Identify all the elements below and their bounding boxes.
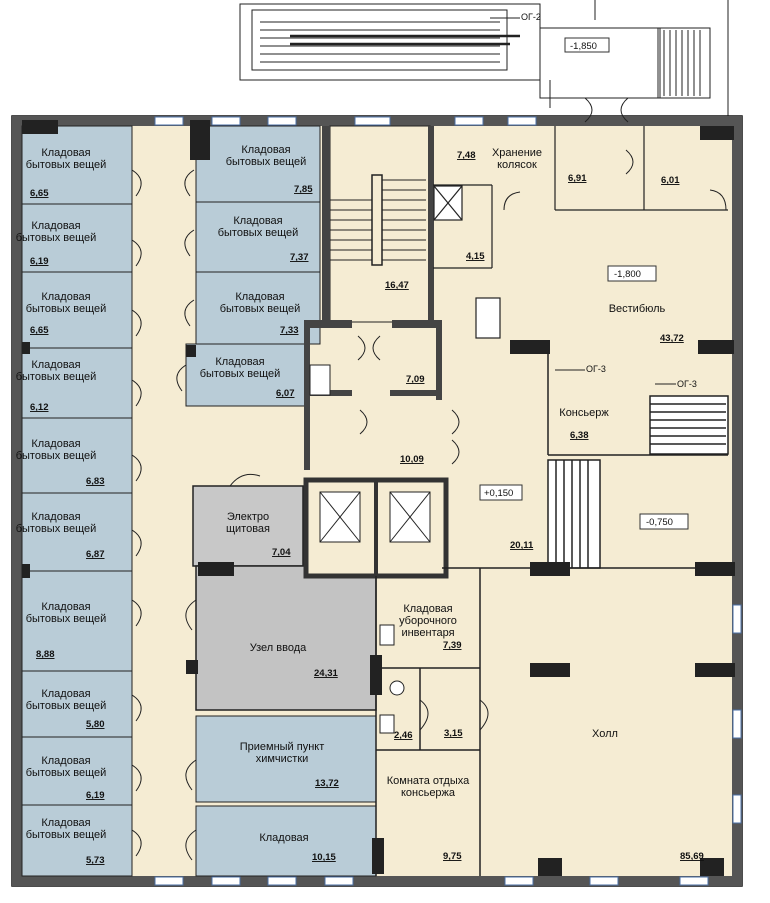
tag-og3-a: ОГ-3: [586, 364, 606, 374]
label-hall: Холл: [592, 728, 618, 740]
area-lobby: 20,11: [510, 540, 534, 551]
elevators: [303, 477, 449, 579]
area-l5: 6,83: [86, 476, 105, 487]
area-hall: 85,69: [680, 851, 704, 862]
area-concierge: 6,38: [570, 430, 589, 441]
stair-core: [329, 125, 431, 323]
area-l2: 6,19: [30, 256, 49, 267]
area-c4: 6,07: [276, 388, 295, 399]
level-ramp: -1,850: [570, 41, 597, 52]
area-l7: 8,88: [36, 649, 55, 660]
room-electrical: [192, 485, 304, 567]
area-l9: 6,19: [86, 790, 105, 801]
og3-tags: ОГ-3 ОГ-3: [555, 364, 697, 389]
area-c2: 7,37: [290, 252, 309, 263]
center-storerooms: [185, 125, 321, 407]
area-cleaners: 13,72: [315, 778, 339, 789]
area-691: 6,91: [568, 173, 587, 184]
concierge-area: [547, 350, 729, 569]
area-vestibule: 43,72: [660, 333, 684, 344]
area-stroller: 7,48: [457, 150, 476, 161]
area-601: 6,01: [661, 175, 680, 186]
area-c3: 7,33: [280, 325, 299, 336]
area-l4: 6,12: [30, 402, 49, 413]
area-electrical: 7,04: [272, 547, 291, 558]
label-input-node: Узел ввода: [250, 642, 307, 654]
area-709: 7,09: [406, 374, 425, 385]
room-storage: [195, 805, 377, 877]
label-concierge: Консьерж: [559, 407, 609, 419]
fixtures: [309, 364, 405, 734]
columns: [22, 120, 735, 876]
tag-og2: ОГ-2: [521, 12, 541, 22]
area-l10: 5,73: [86, 855, 105, 866]
area-storage: 10,15: [312, 852, 336, 863]
entrance-ramp: [239, 0, 729, 120]
door-swings: [131, 97, 727, 861]
windows: [154, 116, 742, 886]
area-l3: 6,65: [30, 325, 49, 336]
area-l1: 6,65: [30, 188, 49, 199]
level-lobby: +0,150: [484, 488, 513, 499]
area-l8: 5,80: [86, 719, 105, 730]
room-areas: 6,65 6,19 6,65 6,12 6,83 6,87 8,88 5,80 …: [30, 150, 704, 866]
right-upper-rooms: [433, 126, 728, 339]
label-vestibule: Вестибюль: [609, 303, 666, 315]
level-markers: -1,800 +0,150 -0,750: [479, 265, 689, 530]
room-cleaners: [195, 715, 377, 803]
tag-og3-b: ОГ-3: [677, 379, 697, 389]
area-input-node: 24,31: [314, 668, 338, 679]
area-rest: 9,75: [443, 851, 462, 862]
area-cleaning: 7,39: [443, 640, 462, 651]
label-storage: Кладовая: [259, 832, 308, 844]
hall-walls: [375, 567, 728, 876]
area-c1: 7,85: [294, 184, 313, 195]
area-stair: 16,47: [385, 280, 409, 291]
level-box-ramp: [564, 37, 610, 53]
area-246: 2,46: [394, 730, 413, 741]
area-l6: 6,87: [86, 549, 105, 560]
area-1009: 10,09: [400, 454, 424, 465]
area-315: 3,15: [444, 728, 463, 739]
level-hall: -0,750: [646, 517, 673, 528]
area-415: 4,15: [466, 251, 485, 262]
room-input-node: [195, 565, 377, 711]
level-vestibule: -1,800: [614, 269, 641, 280]
